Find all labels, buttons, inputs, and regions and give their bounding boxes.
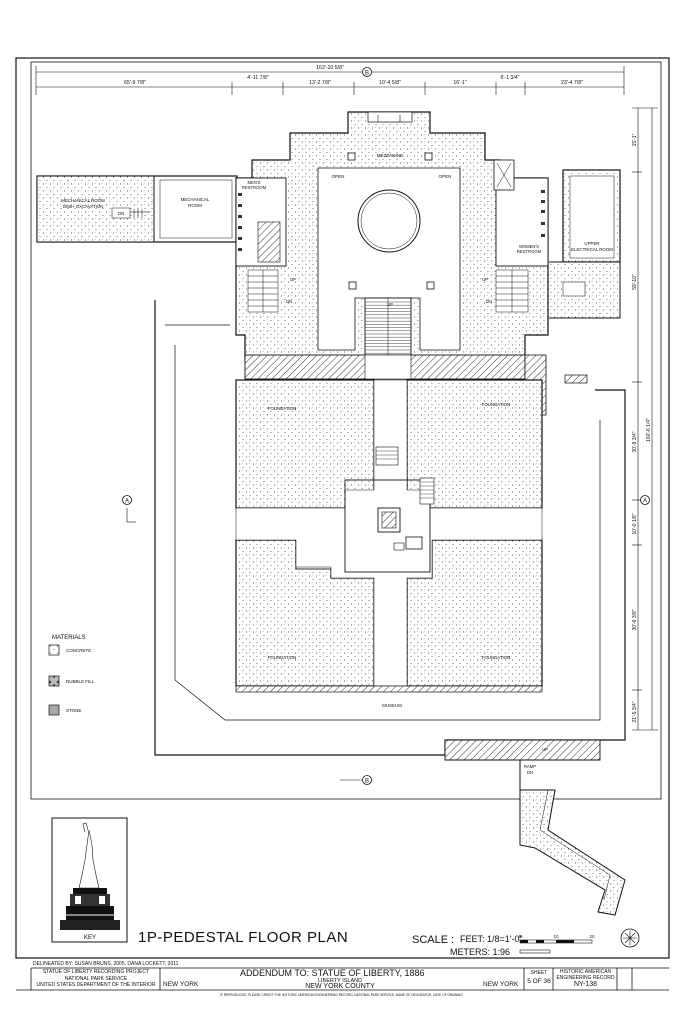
state-left: NEW YORK [163, 981, 199, 988]
svg-text:RESTROOM: RESTROOM [517, 249, 542, 254]
dim-left: 65'-9 7/8" [124, 80, 146, 86]
key-map: KEY [51, 817, 128, 943]
svg-text:MECHANICAL: MECHANICAL [181, 197, 210, 202]
svg-text:FOUNDATION: FOUNDATION [482, 655, 511, 660]
svg-text:UP: UP [482, 277, 488, 282]
dim-right1: 15'-1" [632, 133, 638, 146]
svg-text:UP: UP [387, 302, 393, 307]
ramp-landing [444, 739, 601, 761]
key-label: KEY [84, 935, 96, 941]
materials-legend: MATERIALS CONCRETE RUBBLE FILL STONE [48, 635, 95, 716]
svg-text:RESTROOM: RESTROOM [242, 185, 267, 190]
scale-label: SCALE : [412, 934, 455, 946]
scale-meters: METERS: 1:96 [450, 947, 511, 957]
location-1: LIBERTY ISLAND [317, 978, 363, 984]
svg-text:0: 0 [519, 934, 522, 939]
svg-text:DN: DN [118, 211, 124, 216]
project-name: STATUE OF LIBERTY RECORDING PROJECT [42, 969, 150, 975]
right-dimension-lines [632, 107, 658, 731]
sheet-label: SHEET [530, 970, 548, 976]
svg-text:FOUNDATION: FOUNDATION [268, 406, 297, 411]
agency: NATIONAL PARK SERVICE [64, 976, 128, 982]
left-stair [247, 269, 279, 313]
svg-text:B: B [365, 71, 369, 77]
dim-seg1: 4'-11 7/8" [247, 75, 269, 81]
section-marker-a-left: A [122, 495, 136, 523]
svg-text:FOUNDATION: FOUNDATION [268, 655, 297, 660]
scale-feet: FEET: 1/8=1'-0" [460, 934, 523, 944]
dim-seg4: 16'-1" [453, 80, 466, 86]
dim-right4: 160'-6 1/4" [646, 418, 652, 442]
svg-text:WOMEN'S: WOMEN'S [519, 244, 539, 249]
section-marker-b-top: B [362, 67, 372, 77]
title-block-frame [16, 957, 669, 991]
svg-text:A: A [125, 499, 129, 505]
svg-text:B: B [365, 779, 369, 785]
label-mezzanine: MEZZANINE [377, 153, 404, 158]
sheet-number: 5 OF 36 [527, 978, 551, 985]
mezzanine [317, 167, 461, 351]
svg-text:OPEN: OPEN [438, 174, 451, 179]
legend-rubble-fill: RUBBLE FILL [66, 679, 95, 684]
womens-restroom [495, 177, 549, 267]
svg-text:20: 20 [589, 934, 595, 939]
legend-swatch-concrete [48, 644, 60, 656]
ramp-path [519, 760, 626, 916]
haer-number: NY-138 [573, 981, 598, 988]
svg-text:RAMP: RAMP [524, 764, 536, 769]
section-marker-b-bottom: B [340, 775, 372, 785]
state-right: NEW YORK [483, 981, 519, 988]
dim-right6: 30'-6 3/8" [632, 609, 638, 630]
haer-2: ENGINEERING RECORD [556, 975, 615, 981]
credit-footer: IF REPRODUCED, PLEASE CREDIT: THE HISTOR… [220, 993, 463, 997]
svg-text:UP: UP [290, 277, 296, 282]
haer-1: HISTORIC AMERICAN [559, 969, 612, 975]
central-open-circle [357, 189, 421, 253]
dim-right3: 30'-9 3/4" [632, 431, 638, 452]
location-2: NEW YORK COUNTY [305, 983, 375, 990]
svg-text:A: A [643, 499, 647, 505]
foundation-nw [235, 379, 375, 509]
dim-seg6: 23'-4 7/8" [561, 80, 583, 86]
legend-stone: STONE [66, 708, 81, 713]
drawing-title: 1P-PEDESTAL FLOOR PLAN [138, 929, 349, 946]
department: UNITED STATES DEPARTMENT OF THE INTERIOR [36, 982, 156, 988]
dim-right7: 21'-5 3/4" [632, 701, 638, 722]
addendum-title: ADDENDUM TO: STATUE OF LIBERTY, 1886 [240, 968, 425, 978]
svg-text:MECHANICAL ROOM: MECHANICAL ROOM [61, 198, 105, 203]
legend-concrete: CONCRETE [66, 648, 91, 653]
svg-text:MEN'S: MEN'S [248, 180, 261, 185]
materials-heading: MATERIALS [52, 635, 86, 641]
dim-right2: 59'-10" [632, 274, 638, 290]
svg-text:DN: DN [527, 770, 533, 775]
svg-text:DN: DN [486, 299, 492, 304]
svg-text:10: 10 [553, 934, 559, 939]
legend-swatch-stone [48, 704, 60, 716]
svg-text:UP: UP [542, 747, 548, 752]
delineated-by: DELINEATED BY: SUSAN BRUNS, 2005, DANA L… [33, 961, 179, 967]
section-marker-a-right: A [640, 495, 650, 505]
svg-text:ELECTRICAL ROOM: ELECTRICAL ROOM [571, 247, 613, 252]
right-stair [495, 269, 529, 313]
svg-text:UPPER: UPPER [584, 241, 599, 246]
dim-seg5: 6'-1 3/4" [501, 75, 520, 81]
svg-text:1986+ EXCAVATION: 1986+ EXCAVATION [63, 204, 104, 209]
svg-text:DN: DN [286, 299, 292, 304]
dim-overall: 163'-10 5/8" [316, 65, 344, 71]
svg-text:FOUNDATION: FOUNDATION [482, 402, 511, 407]
scale-bar: 0 10 20 [519, 934, 595, 954]
label-museum: MUSEUM [382, 703, 402, 708]
svg-text:ROOM: ROOM [188, 203, 202, 208]
top-dimension-lines [35, 66, 625, 95]
svg-text:OPEN: OPEN [331, 174, 344, 179]
legend-swatch-rubble [48, 675, 60, 687]
dim-right5: 10'-0 1/8" [632, 513, 638, 534]
dim-seg2: 13'-2 7/8" [309, 80, 331, 86]
dim-seg3: 10'-4 5/8" [379, 80, 401, 86]
